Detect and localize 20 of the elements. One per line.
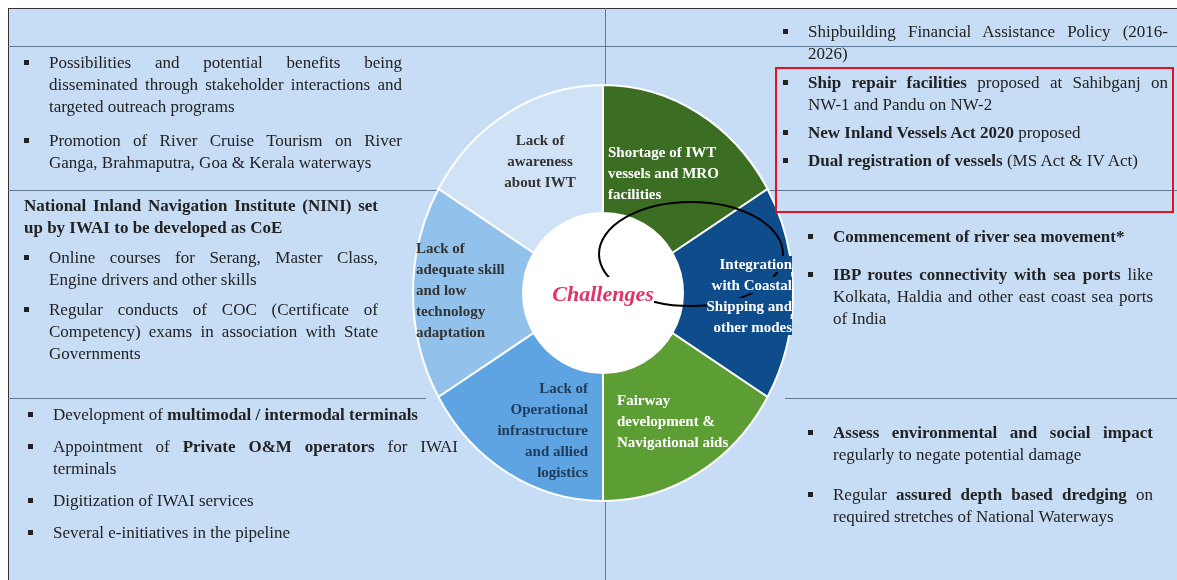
bullet-text: Regular assured depth based dredging on required stretches of National Waterways <box>833 484 1153 528</box>
segment-label: Lack of Operational infrastructure and allied logistics <box>496 379 588 482</box>
bullet-text: Online courses for Serang, Master Class, Engine drivers and other skills <box>49 247 378 291</box>
bullet-text: Appointment of Private O&M operators for IWAI terminals <box>53 436 458 480</box>
bullet-text: IBP routes connectivity with sea ports like Kolkata, Haldia and other east coast sea ports of India <box>833 264 1153 330</box>
bullet-text: Dual registration of vessels (MS Act & IV Act) <box>808 150 1138 172</box>
segment-label: Fairway development & Navigational aids <box>617 391 730 452</box>
bullet-text: New Inland Vessels Act 2020 proposed <box>808 122 1081 144</box>
bullet-text: Shipbuilding Financial Assistance Policy (2016-2026) <box>808 21 1168 65</box>
bullet-text: Regular conducts of COC (Certificate of Competency) exams in association with State Governments <box>49 299 378 365</box>
bullet-text: Digitization of IWAI services <box>53 490 254 512</box>
bullet-text: Development of multimodal / intermodal terminals <box>53 404 418 426</box>
bullet-text: Ship repair facilities proposed at Sahibganj on NW-1 and Pandu on NW-2 <box>808 72 1168 116</box>
segment-label: Lack of awareness about IWT <box>503 131 577 192</box>
section-heading: National Inland Navigation Institute (NINI) set up by IWAI to be developed as CoE <box>24 195 378 239</box>
bullet-text: Promotion of River Cruise Tourism on River Ganga, Brahmaputra, Goa & Kerala waterways <box>49 130 402 174</box>
bullet-text: Commencement of river sea movement* <box>833 226 1125 248</box>
bullet-text: Assess environmental and social impact regularly to negate potential damage <box>833 422 1153 466</box>
bullet-text: Possibilities and potential benefits being disseminated through stakeholder interactions and targeted outreach programs <box>49 52 402 118</box>
bullet-text: Several e-initiatives in the pipeline <box>53 522 290 544</box>
